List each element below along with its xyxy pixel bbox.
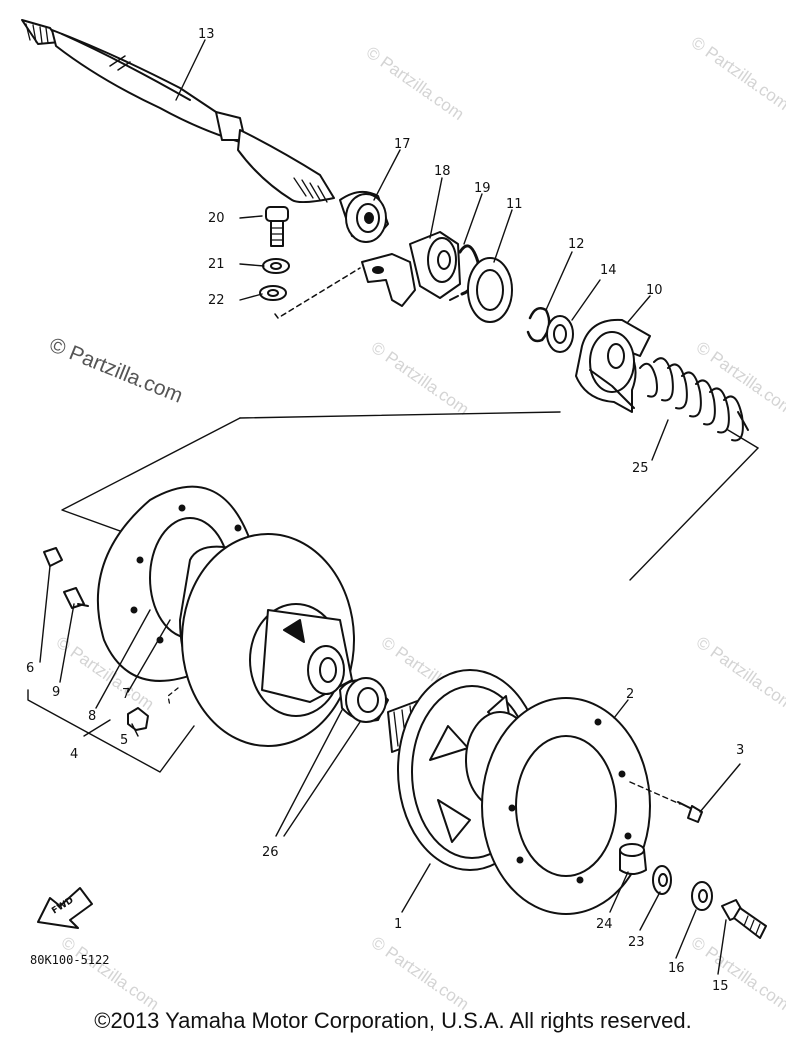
callout-7: 7: [122, 687, 130, 702]
callout-24: 24: [596, 917, 613, 932]
callout-9: 9: [52, 685, 60, 700]
callout-4: 4: [70, 747, 78, 762]
callout-13: 13: [198, 27, 215, 42]
callout-21: 21: [208, 257, 225, 272]
callout-26: 26: [262, 845, 279, 860]
callout-18: 18: [434, 164, 451, 179]
callout-6: 6: [26, 661, 34, 676]
callout-8: 8: [88, 709, 96, 724]
primary-sheave: [179, 533, 355, 747]
copyright-notice: ©2013 Yamaha Motor Corporation, U.S.A. A…: [94, 1008, 692, 1033]
callout-5: 5: [120, 733, 128, 748]
lock-washer-part-21: [262, 258, 290, 274]
washer-part-14: [546, 315, 574, 353]
callout-12: 12: [568, 237, 585, 252]
collar-part-24: [619, 843, 647, 875]
spacer-part-26: [339, 677, 389, 723]
assembly-line: [727, 429, 759, 449]
watermark-text: © Partzilla.com: [363, 43, 468, 124]
bolt-part-3: [629, 781, 703, 823]
callout-1: 1: [394, 917, 402, 932]
assembly-line: [239, 411, 561, 419]
callout-15: 15: [712, 979, 729, 994]
watermark-main: © Partzilla.com: [46, 333, 186, 407]
shaft-part-13: [21, 19, 335, 204]
callout-16: 16: [668, 961, 685, 976]
assembly-line: [629, 447, 759, 581]
watermark-text: © Partzilla.com: [688, 33, 786, 114]
diagram-part-code: 80K100-5122: [30, 953, 110, 967]
lock-washer-part-16: [691, 881, 713, 911]
callout-labels: 13 17 18 19 11 20 21 22 12 14 10 25 6 9 …: [26, 27, 744, 994]
callout-14: 14: [600, 263, 617, 278]
spring-part-25: [639, 357, 749, 442]
clip-part-12: [526, 307, 551, 343]
callout-20: 20: [208, 211, 225, 226]
callout-10: 10: [646, 283, 663, 298]
watermark-text: © Partzilla.com: [368, 933, 473, 1014]
assembly-line: [167, 687, 179, 707]
bolt-part-20: [265, 206, 289, 247]
watermark-text: © Partzilla.com: [58, 933, 163, 1014]
screw-part-9: [63, 587, 89, 609]
seal-part-11: [467, 257, 513, 323]
callout-3: 3: [736, 743, 744, 758]
bracket-part-18: [361, 231, 461, 307]
bearing-part-17: [339, 190, 389, 243]
cover-plate-part-2: [481, 697, 651, 915]
washer-part-23: [652, 865, 672, 895]
callout-23: 23: [628, 935, 645, 950]
leader-lines: [27, 39, 741, 975]
callout-17: 17: [394, 137, 411, 152]
assembly-line: [274, 267, 361, 319]
cam-part-10: [575, 318, 651, 413]
bolt-part-6: [43, 547, 63, 567]
watermark-text: © Partzilla.com: [368, 338, 473, 419]
fwd-arrow-icon: [37, 887, 93, 929]
bolt-part-15: [721, 899, 767, 939]
watermark-text: © Partzilla.com: [688, 933, 786, 1014]
callout-2: 2: [626, 687, 634, 702]
watermark-text: © Partzilla.com: [693, 633, 786, 714]
callout-19: 19: [474, 181, 491, 196]
callout-25: 25: [632, 461, 649, 476]
washer-part-22: [259, 285, 287, 301]
callout-11: 11: [506, 197, 523, 212]
callout-22: 22: [208, 293, 225, 308]
